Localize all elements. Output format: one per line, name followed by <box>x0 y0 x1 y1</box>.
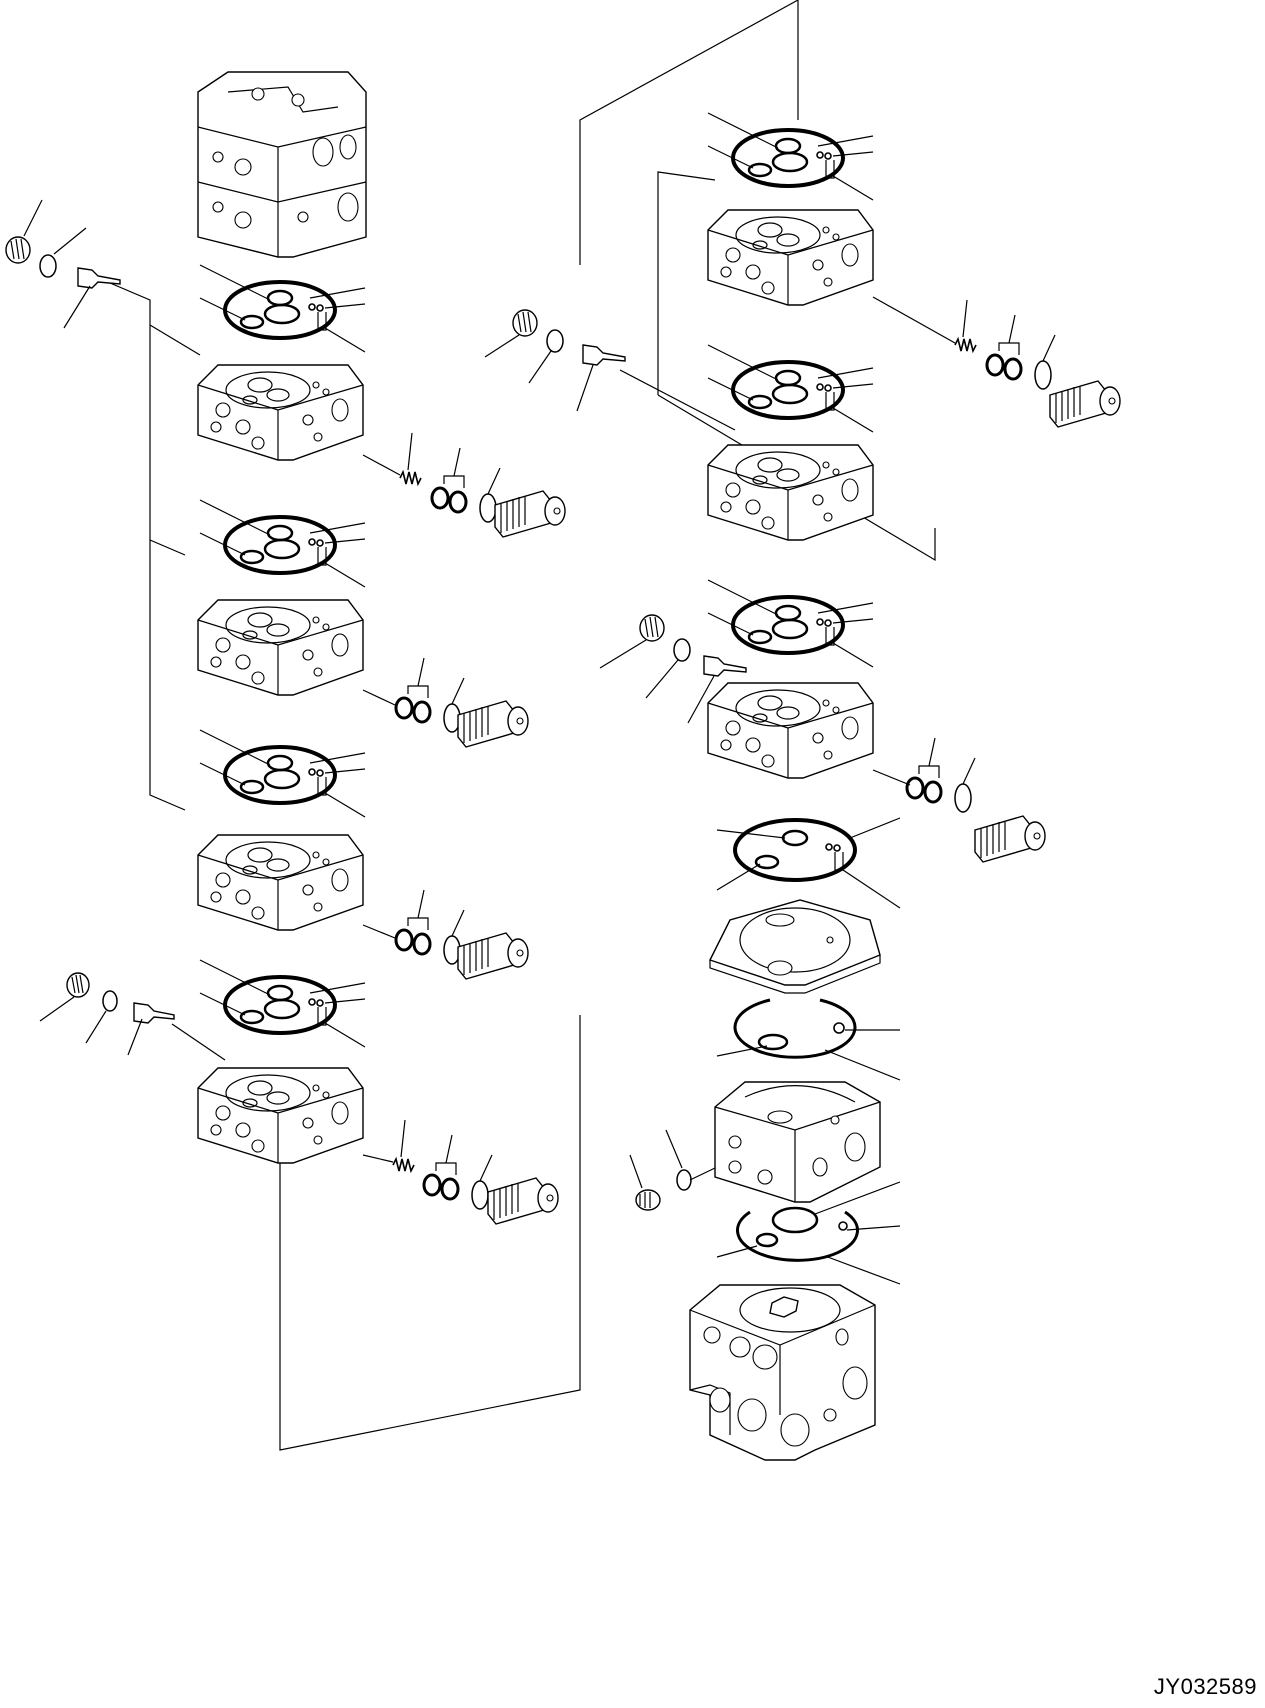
valve-section-r2 <box>707 444 874 541</box>
ring-set-4 <box>422 1133 494 1211</box>
valve-section-3 <box>197 834 364 931</box>
seal-plate-r1 <box>706 111 875 202</box>
valve-section-r3 <box>707 682 874 779</box>
spool-plug-r3 <box>974 815 1046 863</box>
ring-set-r3 <box>905 736 977 814</box>
seal-plate-2 <box>198 498 367 589</box>
ring-set-3 <box>394 888 466 966</box>
seal-plate-1 <box>198 263 367 354</box>
left-column-stack <box>5 71 581 1451</box>
spool-plug-r1 <box>1049 380 1121 428</box>
spring-r1 <box>954 299 977 352</box>
drawing-reference-code: JY032589 <box>1153 1674 1257 1699</box>
seal-plate-3 <box>198 728 367 819</box>
seal-plate-r4 <box>716 817 901 909</box>
valve-section-1 <box>197 364 364 461</box>
valve-section-2 <box>197 599 364 696</box>
ring-set-r1 <box>985 313 1057 391</box>
spring-2 <box>392 1119 415 1172</box>
spool-plug-2 <box>457 700 529 748</box>
right-column-stack <box>484 0 1121 1461</box>
side-kit-right-middle <box>599 614 747 724</box>
end-block-bottom-right <box>689 1284 876 1461</box>
side-kit-lower-left <box>39 972 175 1056</box>
side-kit-right-top <box>484 309 626 412</box>
seal-ring-r5 <box>716 998 901 1081</box>
cover-plate <box>709 899 881 994</box>
ring-set-2 <box>394 656 466 734</box>
spring-1 <box>399 432 422 485</box>
spool-plug-1 <box>494 490 566 538</box>
spool-plug-3 <box>457 932 529 980</box>
ring-set-1 <box>430 446 502 524</box>
valve-section-r1 <box>707 209 874 306</box>
side-kit-top-left <box>5 199 121 329</box>
end-block-top-left <box>197 71 367 258</box>
drain-plug-r4 <box>629 1129 692 1211</box>
seal-plate-r2 <box>706 343 875 434</box>
spool-plug-4 <box>487 1177 559 1225</box>
valve-section-4 <box>197 1067 364 1164</box>
seal-ring-r6 <box>716 1181 901 1285</box>
valve-section-r4 <box>714 1081 881 1203</box>
seal-plate-4 <box>198 958 367 1049</box>
seal-plate-r3 <box>706 578 875 669</box>
